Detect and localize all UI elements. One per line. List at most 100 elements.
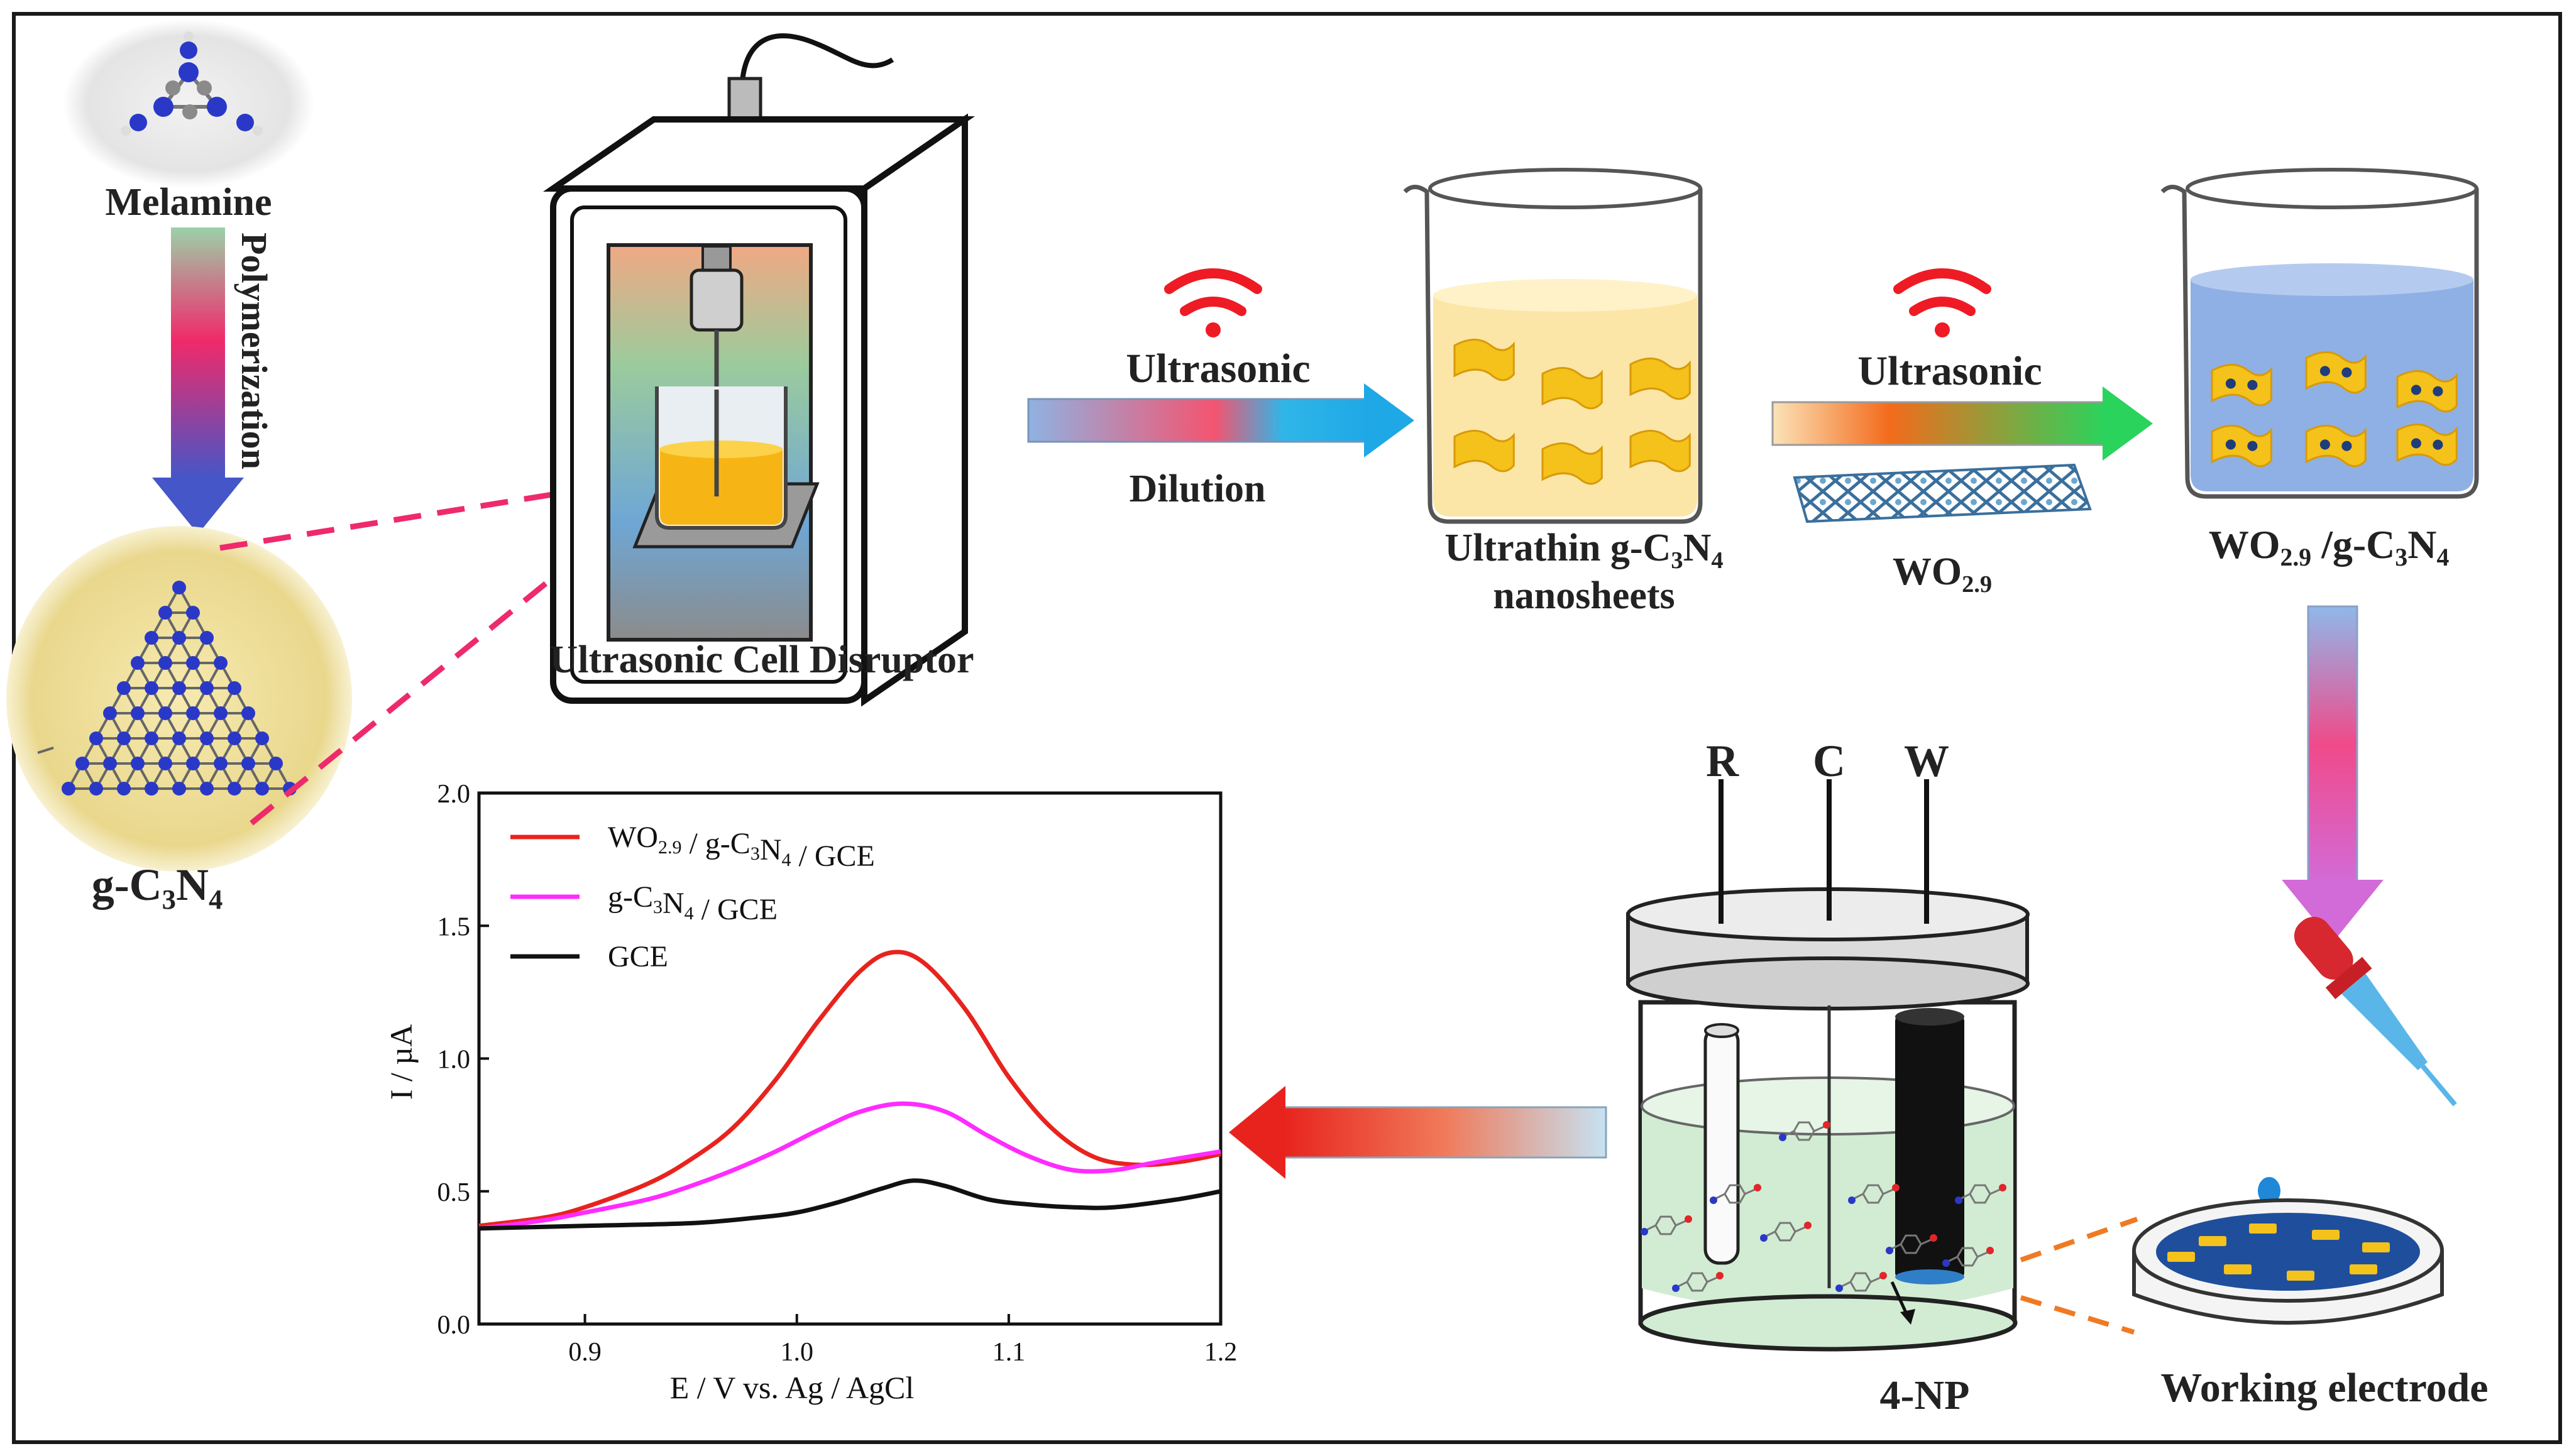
lattice-node (214, 706, 228, 720)
nanosheet-flake (1453, 339, 1515, 381)
lattice-node (158, 606, 172, 620)
lattice-node (228, 681, 241, 695)
lattice-node (186, 606, 200, 620)
lattice-node (200, 731, 214, 745)
nanosheet-flakes (1453, 339, 1691, 485)
lattice-node (172, 731, 186, 745)
dish-flake (2167, 1252, 2195, 1262)
4np-molecule (1955, 1184, 2006, 1204)
nanosheet-flake (1541, 442, 1603, 485)
lattice-node (89, 782, 103, 796)
nanosheet-flake (2211, 364, 2272, 407)
lattice-node (228, 782, 241, 796)
lattice-node (214, 757, 228, 770)
x-tick-label: 0.9 (568, 1338, 602, 1367)
lattice-node (75, 757, 89, 770)
lattice-node (241, 706, 255, 720)
y-tick-label: 1.5 (437, 912, 471, 941)
lattice-node (172, 581, 186, 594)
lattice-node (214, 656, 228, 670)
y-axis-ticks: 0.00.51.01.52.0 (437, 780, 489, 1340)
legend-entry: g-C3N4 / GCE (608, 880, 778, 926)
melamine-molecule-icon (121, 31, 263, 136)
dish-flake (2287, 1271, 2314, 1281)
plot-frame (477, 791, 1223, 1326)
polymerization-arrow (152, 227, 244, 534)
cell-disruptor-device (542, 33, 976, 707)
electrode-label-r: R (1706, 736, 1739, 786)
lattice-node (158, 656, 172, 670)
working-electrode-dish (2132, 1198, 2444, 1325)
4np-molecule (1710, 1184, 1761, 1204)
y-tick-label: 2.0 (437, 780, 471, 809)
lattice-node (131, 757, 145, 770)
lattice-node (145, 631, 158, 645)
4np-molecule (1779, 1121, 1830, 1141)
lattice-node (172, 631, 186, 645)
wo-particle (2247, 441, 2258, 451)
lattice-node (145, 731, 158, 745)
lattice-node (186, 656, 200, 670)
ultrasonic-label-2: Ultrasonic (1857, 348, 2042, 394)
lattice-node (117, 782, 131, 796)
lattice-node (255, 731, 269, 745)
nanosheet-flake (2305, 425, 2367, 468)
4np-molecule (1942, 1247, 1994, 1267)
lattice-node (200, 681, 214, 695)
nanosheet-flake (1453, 430, 1515, 473)
nanosheet-flake (2396, 424, 2458, 466)
nanosheet-flake (2305, 351, 2367, 394)
4np-molecule (1848, 1184, 1900, 1204)
y-tick-label: 0.0 (437, 1311, 471, 1340)
electrochemical-cell (1626, 779, 2030, 1352)
legend-entry: GCE (608, 940, 668, 973)
lattice-node (228, 731, 241, 745)
4np-molecule (1641, 1215, 1692, 1235)
wo-particle (2411, 438, 2421, 449)
left-arrow (1229, 1086, 1607, 1179)
down-arrow (2282, 605, 2384, 943)
lattice-node (89, 731, 103, 745)
orange-connector-lines (2020, 1217, 2138, 1335)
lattice-node (186, 706, 200, 720)
curves (478, 950, 1221, 1231)
wo-label: WO2.9 (1893, 550, 1992, 598)
nanosheet-flake (1629, 430, 1691, 473)
dish-flake (2249, 1223, 2277, 1234)
dish-flake (2350, 1264, 2377, 1274)
dropper-icon (2258, 916, 2457, 1205)
wo-addition-arrow (1771, 386, 2153, 461)
lattice-node (158, 706, 172, 720)
wo-particle (2247, 380, 2258, 390)
lattice-node (241, 757, 255, 770)
y-axis-title: I / µA (383, 1024, 419, 1100)
wo-particle (2319, 439, 2330, 450)
melamine-label: Melamine (105, 181, 272, 224)
gcn-lattice-icon (37, 581, 297, 796)
wo-crystal-icon (1793, 463, 2092, 523)
wifi-icon (1164, 268, 1262, 337)
wo-particle (2319, 366, 2330, 376)
lattice-node (255, 782, 269, 796)
dish-flake (2224, 1264, 2252, 1274)
x-tick-label: 1.1 (993, 1338, 1026, 1367)
x-tick-label: 1.2 (1204, 1338, 1238, 1367)
dish-flake (2312, 1230, 2340, 1240)
electrode-label-c: C (1813, 736, 1845, 786)
lattice-node (117, 681, 131, 695)
nanosheets-label-line1: Ultrathin g-C3N4 (1444, 527, 1723, 574)
nanosheets-label-line2: nanosheets (1493, 574, 1675, 617)
analyte-label: 4-NP (1880, 1372, 1970, 1418)
lattice-node (200, 631, 214, 645)
lattice-node (131, 706, 145, 720)
wo-particle (2341, 441, 2352, 451)
lattice-node (172, 681, 186, 695)
lattice-node (172, 782, 186, 796)
polymerization-label: Polymerization (234, 233, 275, 469)
nanosheet-flake (2396, 370, 2458, 413)
wo-particle (2433, 386, 2443, 397)
lattice-node (145, 782, 158, 796)
